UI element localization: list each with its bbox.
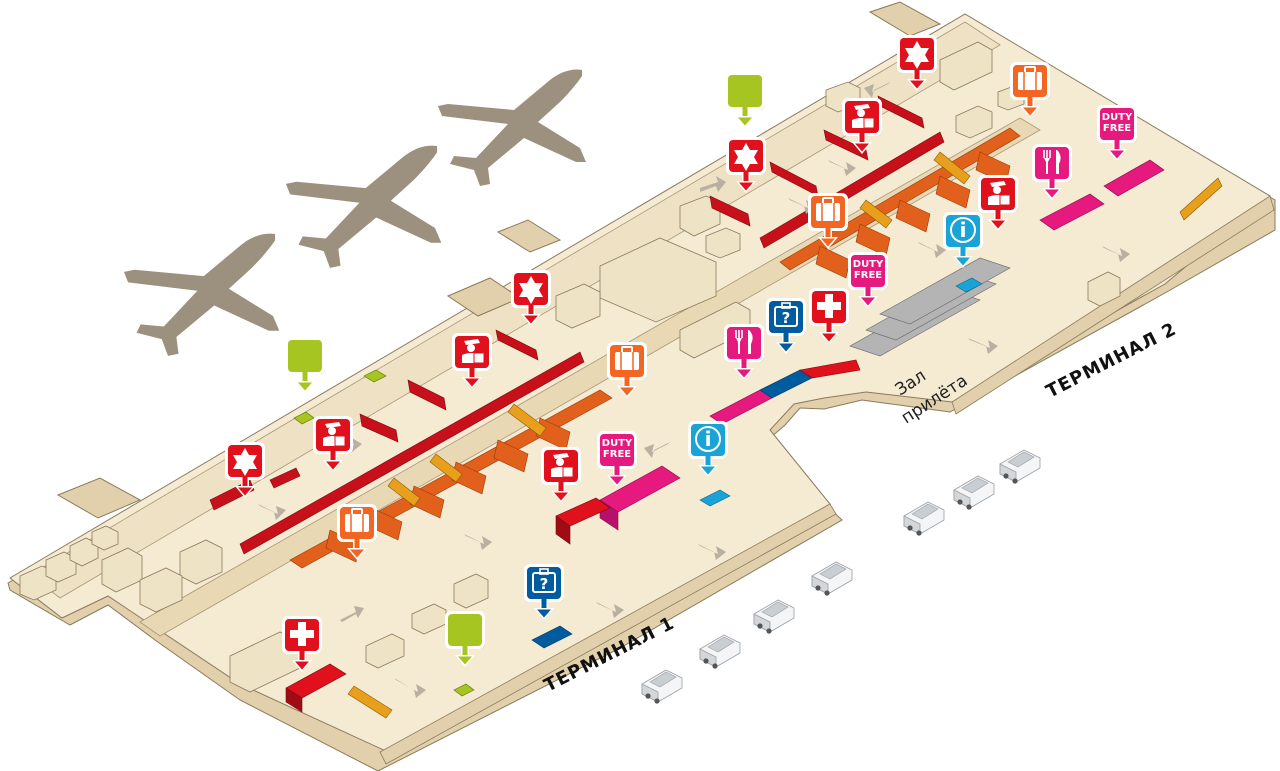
info-icon: i — [950, 217, 976, 243]
cross-icon — [290, 622, 314, 646]
officer-icon — [462, 339, 485, 364]
airplane-icon — [438, 69, 586, 186]
airplane-icon — [285, 145, 442, 268]
marker-restaurant[interactable] — [1032, 144, 1072, 200]
airplane-icon — [123, 233, 280, 356]
lost-luggage-icon: ? — [532, 568, 556, 593]
suitcase-icon — [345, 508, 369, 532]
marker-passport-control[interactable] — [541, 447, 581, 503]
car-icon — [699, 634, 741, 670]
duty-free-sign-line2: FREE — [854, 270, 882, 281]
car-icon — [903, 501, 945, 537]
service-desks — [347, 151, 1223, 719]
flow-arrows — [258, 82, 1130, 698]
car-icon — [999, 449, 1041, 485]
marker-first-aid[interactable] — [809, 288, 849, 344]
marker-baggage-claim[interactable] — [607, 342, 647, 398]
officer-icon — [852, 104, 875, 129]
car-icon — [953, 475, 995, 511]
suitcase-icon — [816, 197, 840, 221]
duty-free-sign-line2: FREE — [603, 449, 631, 460]
building-floor — [7, 1, 1276, 771]
floor-structures — [19, 41, 1121, 693]
marker-information[interactable]: i — [943, 212, 983, 268]
marker-gate[interactable] — [897, 35, 937, 91]
cross-icon — [817, 294, 841, 318]
marker-lost-luggage[interactable]: ? — [524, 564, 564, 620]
shop-counters — [285, 139, 1165, 713]
marker-passport-control[interactable] — [452, 333, 492, 389]
star-icon — [905, 41, 929, 69]
lost-luggage-icon: ? — [774, 302, 798, 327]
star-icon — [233, 448, 257, 476]
car-icon — [641, 669, 683, 705]
marker-passport-control[interactable] — [978, 175, 1018, 231]
duty-free-sign-line2: FREE — [1103, 123, 1131, 134]
marker-baggage-claim[interactable] — [337, 504, 377, 560]
marker-lost-luggage[interactable]: ? — [766, 298, 806, 354]
car-icon — [753, 599, 795, 635]
marker-restaurant[interactable] — [724, 324, 764, 380]
marker-gate[interactable] — [511, 270, 551, 326]
car-icon — [811, 561, 853, 597]
marker-currency-exchange[interactable] — [285, 337, 325, 393]
marker-gate[interactable] — [225, 442, 265, 498]
officer-icon — [988, 181, 1011, 206]
marker-baggage-claim[interactable] — [808, 193, 848, 249]
duty-free-sign-line1: DUTY — [602, 438, 633, 449]
star-icon — [519, 276, 543, 304]
marker-passport-control[interactable] — [313, 416, 353, 472]
duty-free-sign-line1: DUTY — [853, 259, 884, 270]
lost-luggage-sign-text: ? — [782, 309, 791, 327]
info-icon: i — [695, 426, 721, 452]
officer-icon — [551, 453, 574, 478]
marker-first-aid[interactable] — [282, 616, 322, 672]
fork-knife-icon — [735, 330, 753, 354]
star-icon — [734, 143, 758, 171]
marker-currency-exchange[interactable] — [725, 72, 765, 128]
lost-luggage-sign-text: ? — [540, 575, 549, 593]
info-sign-text: i — [960, 218, 967, 242]
marker-passport-control[interactable] — [842, 98, 882, 154]
fork-knife-icon — [1043, 150, 1061, 174]
duty-free-sign-line1: DUTY — [1102, 112, 1133, 123]
info-sign-text: i — [705, 427, 712, 451]
passport-control-barriers — [239, 131, 945, 555]
suitcase-icon — [1018, 66, 1042, 90]
officer-icon — [323, 422, 346, 447]
marker-information[interactable]: i — [688, 421, 728, 477]
suitcase-icon — [615, 346, 639, 370]
marker-baggage-claim[interactable] — [1010, 62, 1050, 118]
marker-currency-exchange[interactable] — [445, 611, 485, 667]
marker-gate[interactable] — [726, 137, 766, 193]
